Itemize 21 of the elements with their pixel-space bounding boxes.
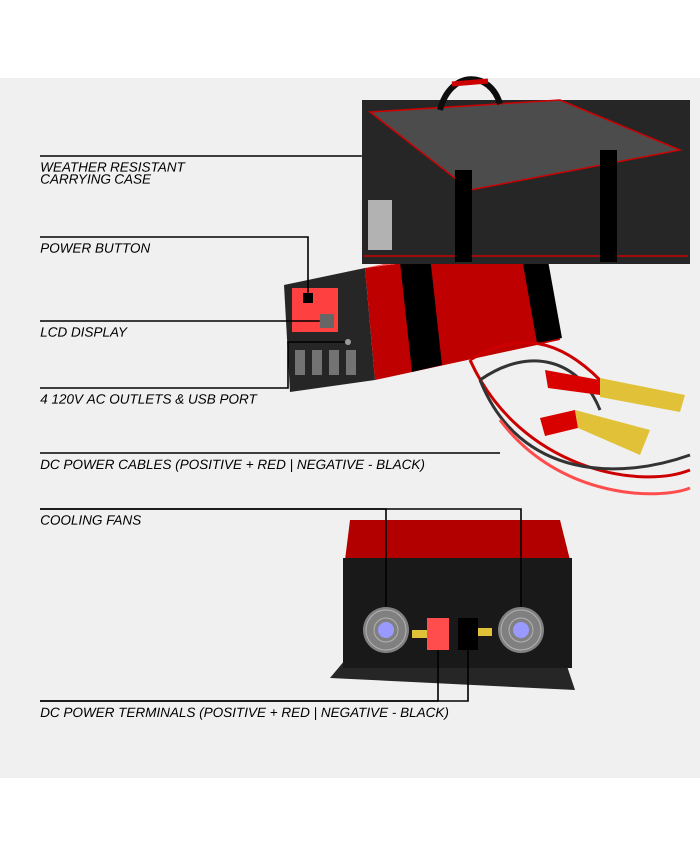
leader-line <box>40 155 362 157</box>
callout-label: LCD DISPLAY <box>40 327 128 337</box>
callout-label: POWER BUTTON <box>40 243 150 253</box>
callout-label: DC POWER TERMINALS (POSITIVE + RED | NEGATIVE - BLACK) <box>40 707 448 720</box>
callout-label: COOLING FANS <box>40 515 142 525</box>
callout-label: WEATHER RESISTANT CARRYING CASE <box>40 162 186 184</box>
fan-icon <box>498 607 544 653</box>
usb-port <box>345 339 351 345</box>
leader-line <box>40 508 522 607</box>
leader-line <box>40 320 320 322</box>
leader-line <box>40 452 500 454</box>
callout-label: DC POWER CABLES (POSITIVE + RED | NEGATIVE - BLACK) <box>40 459 424 472</box>
terminal-icon <box>427 618 449 650</box>
leader-line <box>40 236 309 293</box>
lcd-display <box>320 314 334 328</box>
callout-label: 4 120V AC OUTLETS & USB PORT <box>40 394 258 404</box>
fan-icon <box>363 607 409 653</box>
power-button <box>303 293 313 303</box>
leader-line <box>40 341 345 389</box>
terminal-icon <box>458 618 478 650</box>
carrying-case-drawing <box>362 76 690 264</box>
